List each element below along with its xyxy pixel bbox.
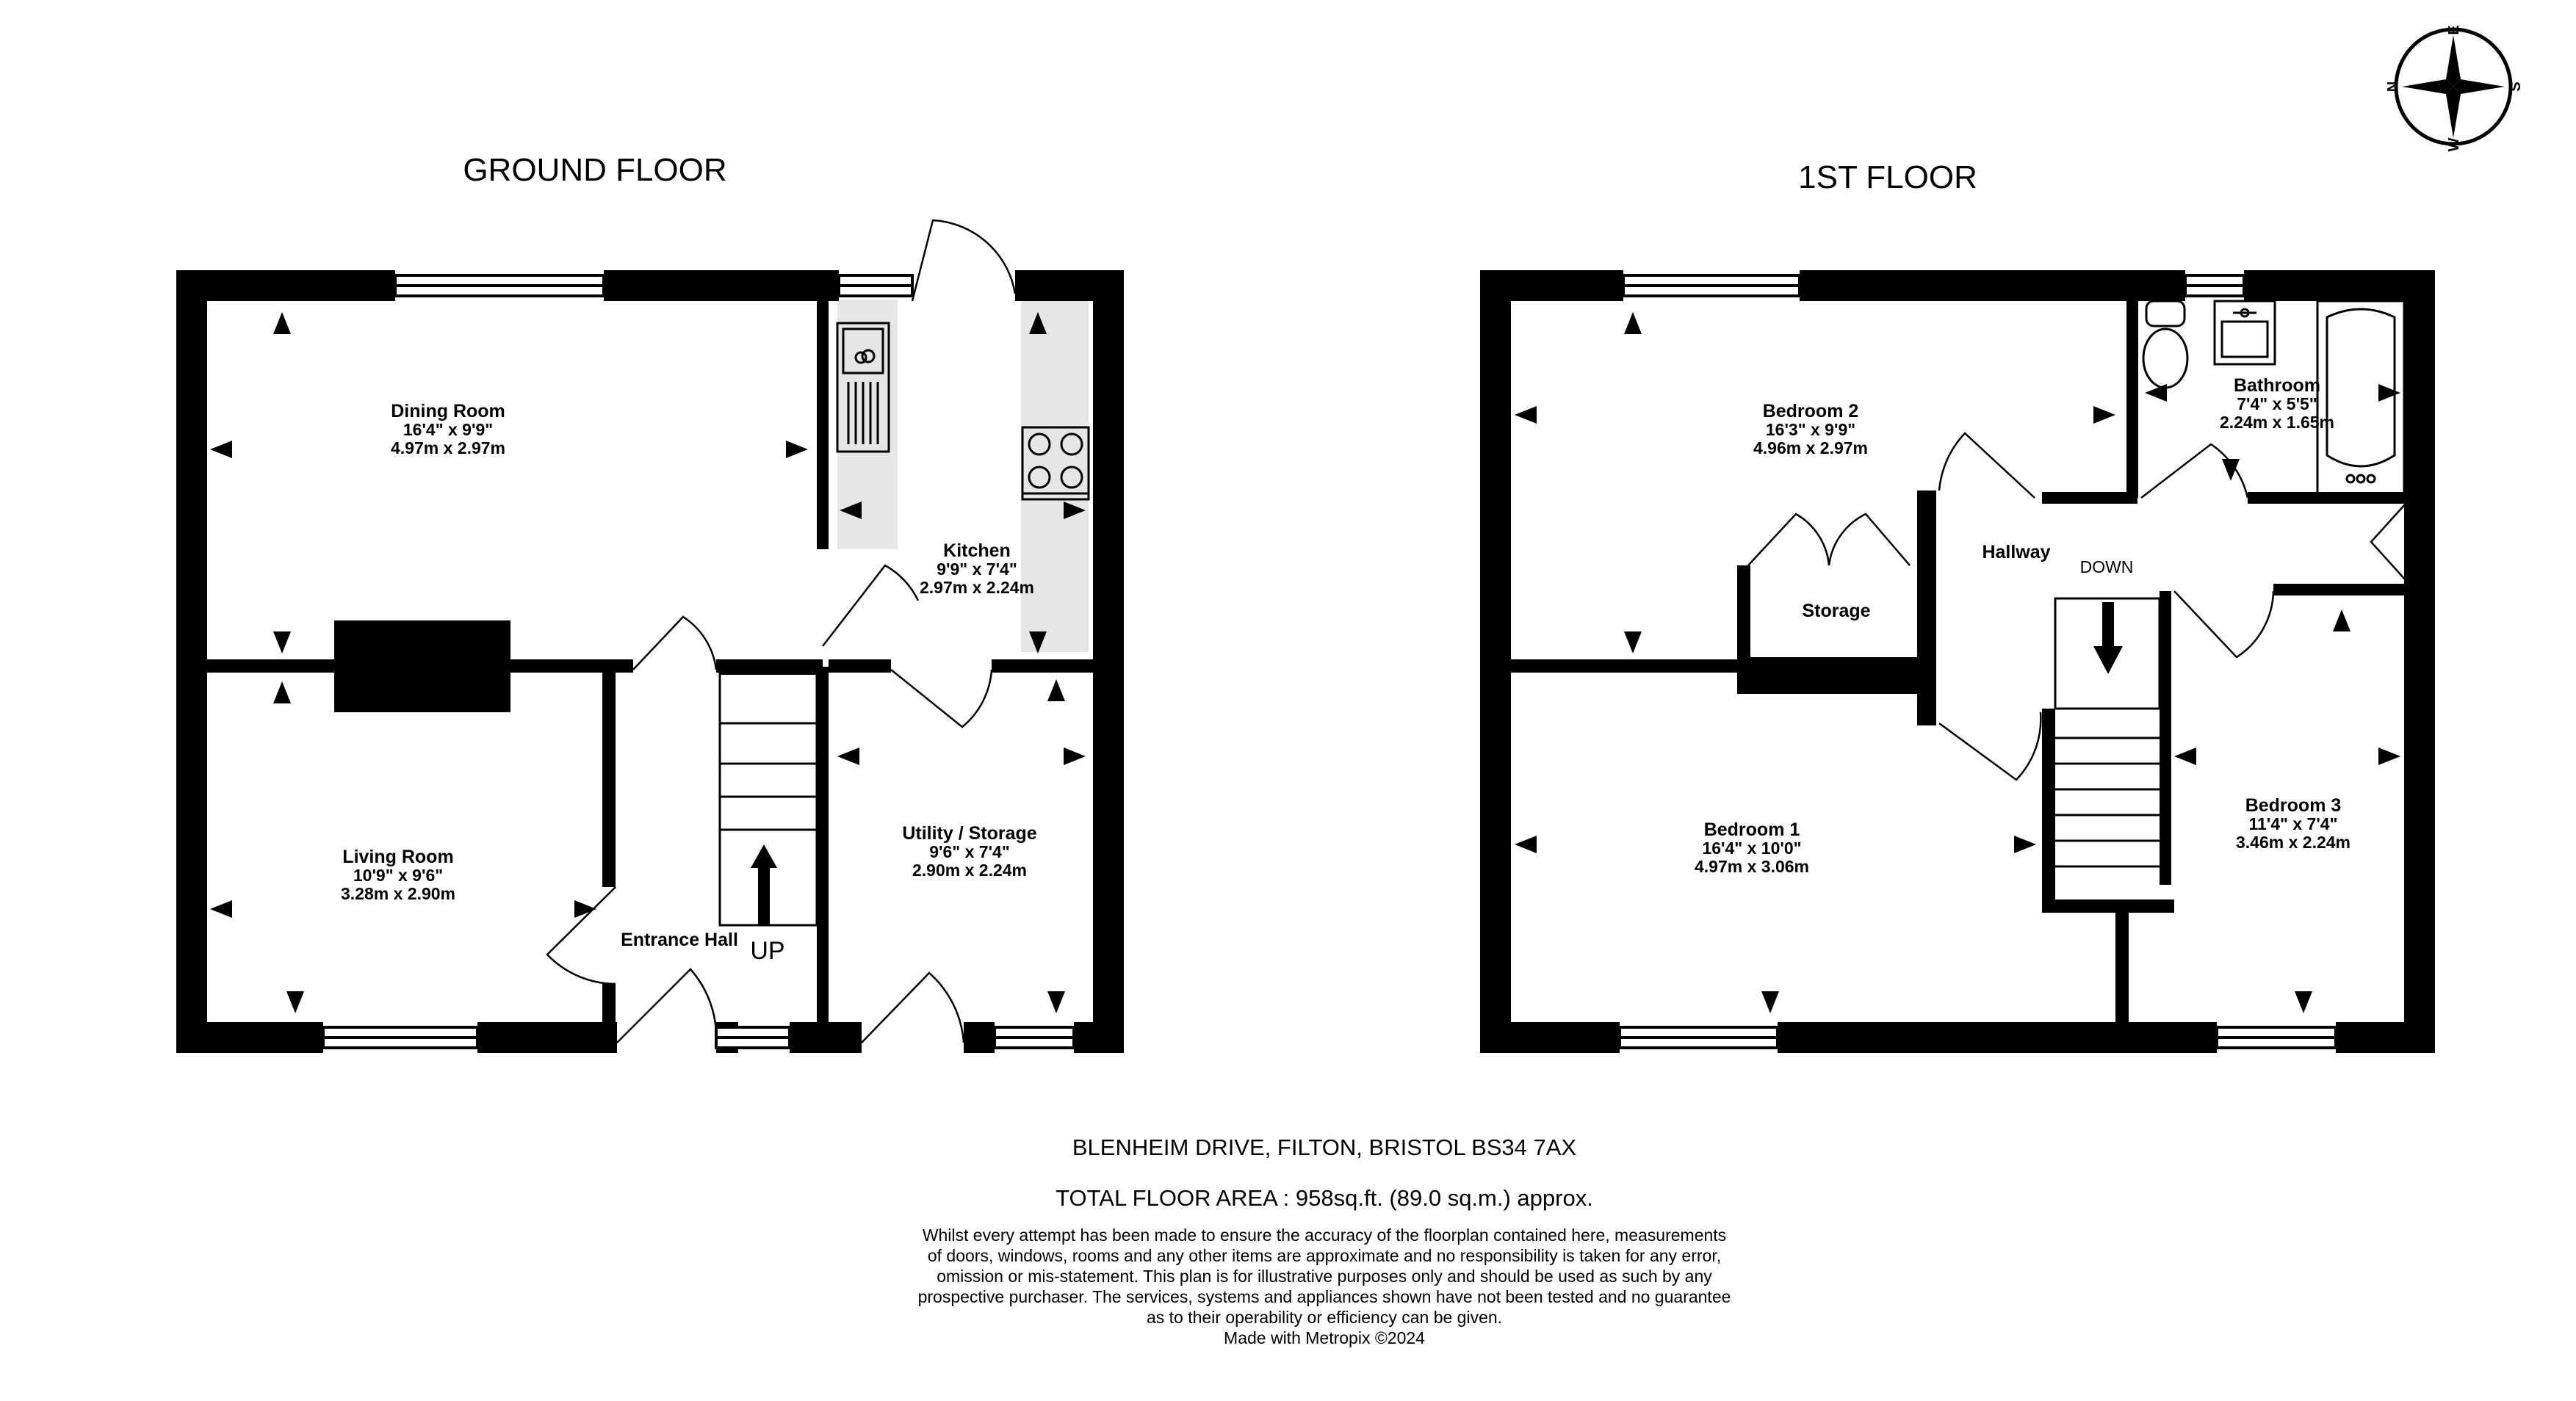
kitchen-hob — [1021, 426, 1090, 501]
bedroom2-door — [1938, 432, 2035, 499]
bedroom1-door — [1938, 712, 2042, 781]
svg-text:16'4" x 9'9": 16'4" x 9'9" — [403, 420, 493, 439]
svg-text:Bedroom 3: Bedroom 3 — [2245, 795, 2342, 816]
disclaimer-line-5: as to their operability or efficiency ca… — [1147, 1308, 1502, 1327]
basin — [2213, 300, 2276, 366]
svg-text:11'4" x 7'4": 11'4" x 7'4" — [2248, 814, 2337, 833]
svg-text:4.96m x 2.97m: 4.96m x 2.97m — [1753, 438, 1868, 457]
ground-floor-title: GROUND FLOOR — [463, 152, 726, 188]
living-door — [546, 886, 616, 985]
svg-text:3.28m x 2.90m: 3.28m x 2.90m — [341, 884, 455, 903]
down-arrow — [2093, 602, 2123, 674]
svg-text:2.24m x 1.65m: 2.24m x 1.65m — [2220, 413, 2334, 432]
bedroom2-label: Bedroom 2 16'3" x 9'9" 4.96m x 2.97m — [1753, 401, 1868, 457]
entrance-hall-label: Entrance Hall — [621, 930, 738, 950]
hallway-label: Hallway — [1982, 542, 2050, 562]
bedroom3-door — [2173, 590, 2275, 659]
svg-text:9'6" x 7'4": 9'6" x 7'4" — [929, 842, 1010, 861]
first-walls — [1480, 270, 2435, 1053]
compass-w: W — [2446, 137, 2462, 151]
disclaimer-line-3: omission or mis-statement. This plan is … — [937, 1267, 1712, 1286]
compass-s: S — [2508, 82, 2524, 91]
kitchen-counter-right — [1021, 300, 1089, 652]
svg-text:16'3" x 9'9": 16'3" x 9'9" — [1766, 420, 1855, 439]
ground-walls — [176, 270, 1124, 1053]
svg-text:4.97m x 3.06m: 4.97m x 3.06m — [1695, 857, 1809, 876]
property-address: BLENHEIM DRIVE, FILTON, BRISTOL BS34 7AX — [1072, 1134, 1577, 1160]
svg-text:Dining Room: Dining Room — [391, 401, 505, 421]
svg-text:Living Room: Living Room — [342, 847, 453, 867]
living-room-label: Living Room 10'9" x 9'6" 3.28m x 2.90m — [341, 847, 455, 903]
compass-icon: N E S W — [2385, 25, 2524, 151]
compass-n: N — [2385, 82, 2401, 92]
stairs-up-label: UP — [750, 937, 784, 965]
svg-text:9'9" x 7'4": 9'9" x 7'4" — [937, 560, 1017, 579]
svg-text:2.90m x 2.24m: 2.90m x 2.24m — [912, 861, 1027, 880]
footer: BLENHEIM DRIVE, FILTON, BRISTOL BS34 7AX… — [918, 1134, 1731, 1347]
bath — [2316, 300, 2406, 495]
ground-floor: GROUND FLOOR — [176, 152, 1124, 1053]
back-door — [911, 219, 1017, 302]
storage-door-left — [1747, 513, 1830, 566]
storage-door-right — [1828, 513, 1911, 566]
svg-text:4.97m x 2.97m: 4.97m x 2.97m — [391, 438, 505, 457]
bathroom-label: Bathroom 7'4" x 5'5" 2.24m x 1.65m — [2220, 375, 2334, 432]
utility-door — [890, 669, 993, 728]
svg-text:16'4" x 10'0": 16'4" x 10'0" — [1702, 839, 1801, 858]
first-floor-title: 1ST FLOOR — [1798, 159, 1977, 195]
svg-text:10'9" x 9'6": 10'9" x 9'6" — [353, 866, 443, 885]
stairs-down-label: DOWN — [2080, 557, 2134, 576]
kitchen-stair-door — [822, 564, 920, 647]
utility-label: Utility / Storage 9'6" x 7'4" 2.90m x 2.… — [902, 823, 1036, 880]
storage-label: Storage — [1802, 601, 1870, 621]
svg-text:Bathroom: Bathroom — [2234, 375, 2320, 396]
disclaimer-line-4: prospective purchaser. The services, sys… — [918, 1287, 1731, 1306]
disclaimer-line-1: Whilst every attempt has been made to en… — [923, 1226, 1726, 1245]
svg-text:Bedroom 2: Bedroom 2 — [1763, 401, 1859, 421]
cupboard-door — [2370, 503, 2406, 581]
first-floor: 1ST FLOOR — [1480, 159, 2435, 1053]
up-arrow — [751, 844, 777, 925]
first-windows — [1618, 274, 2337, 1049]
compass-e: E — [2446, 25, 2462, 35]
svg-text:Bedroom 1: Bedroom 1 — [1704, 819, 1800, 840]
svg-text:2.97m x 2.24m: 2.97m x 2.24m — [920, 578, 1034, 597]
ground-measure-arrows — [210, 312, 1086, 1013]
kitchen-sink — [836, 322, 890, 453]
first-doors — [1747, 432, 2406, 781]
kitchen-label: Kitchen 9'9" x 7'4" 2.97m x 2.24m — [920, 540, 1034, 597]
total-floor-area: TOTAL FLOOR AREA : 958sq.ft. (89.0 sq.m.… — [1056, 1185, 1593, 1211]
toilet — [2142, 300, 2189, 389]
svg-text:7'4" x 5'5": 7'4" x 5'5" — [2237, 394, 2317, 413]
metropix-credit: Made with Metropix ©2024 — [1224, 1328, 1425, 1347]
svg-text:Utility / Storage: Utility / Storage — [902, 823, 1036, 844]
ground-doors — [546, 219, 1017, 1043]
first-measure-arrows — [1515, 312, 2400, 1013]
bedroom3-label: Bedroom 3 11'4" x 7'4" 3.46m x 2.24m — [2236, 795, 2350, 852]
dining-room-label: Dining Room 16'4" x 9'9" 4.97m x 2.97m — [391, 401, 505, 457]
dining-entrance-door — [632, 615, 718, 670]
bedroom1-label: Bedroom 1 16'4" x 10'0" 4.97m x 3.06m — [1695, 819, 1809, 876]
utility-front-door — [861, 971, 965, 1043]
disclaimer-line-2: of doors, windows, rooms and any other i… — [928, 1246, 1721, 1265]
front-door — [616, 968, 718, 1043]
svg-text:Kitchen: Kitchen — [943, 540, 1011, 561]
ground-windows — [322, 274, 1075, 1049]
svg-text:3.46m x 2.24m: 3.46m x 2.24m — [2236, 833, 2350, 852]
